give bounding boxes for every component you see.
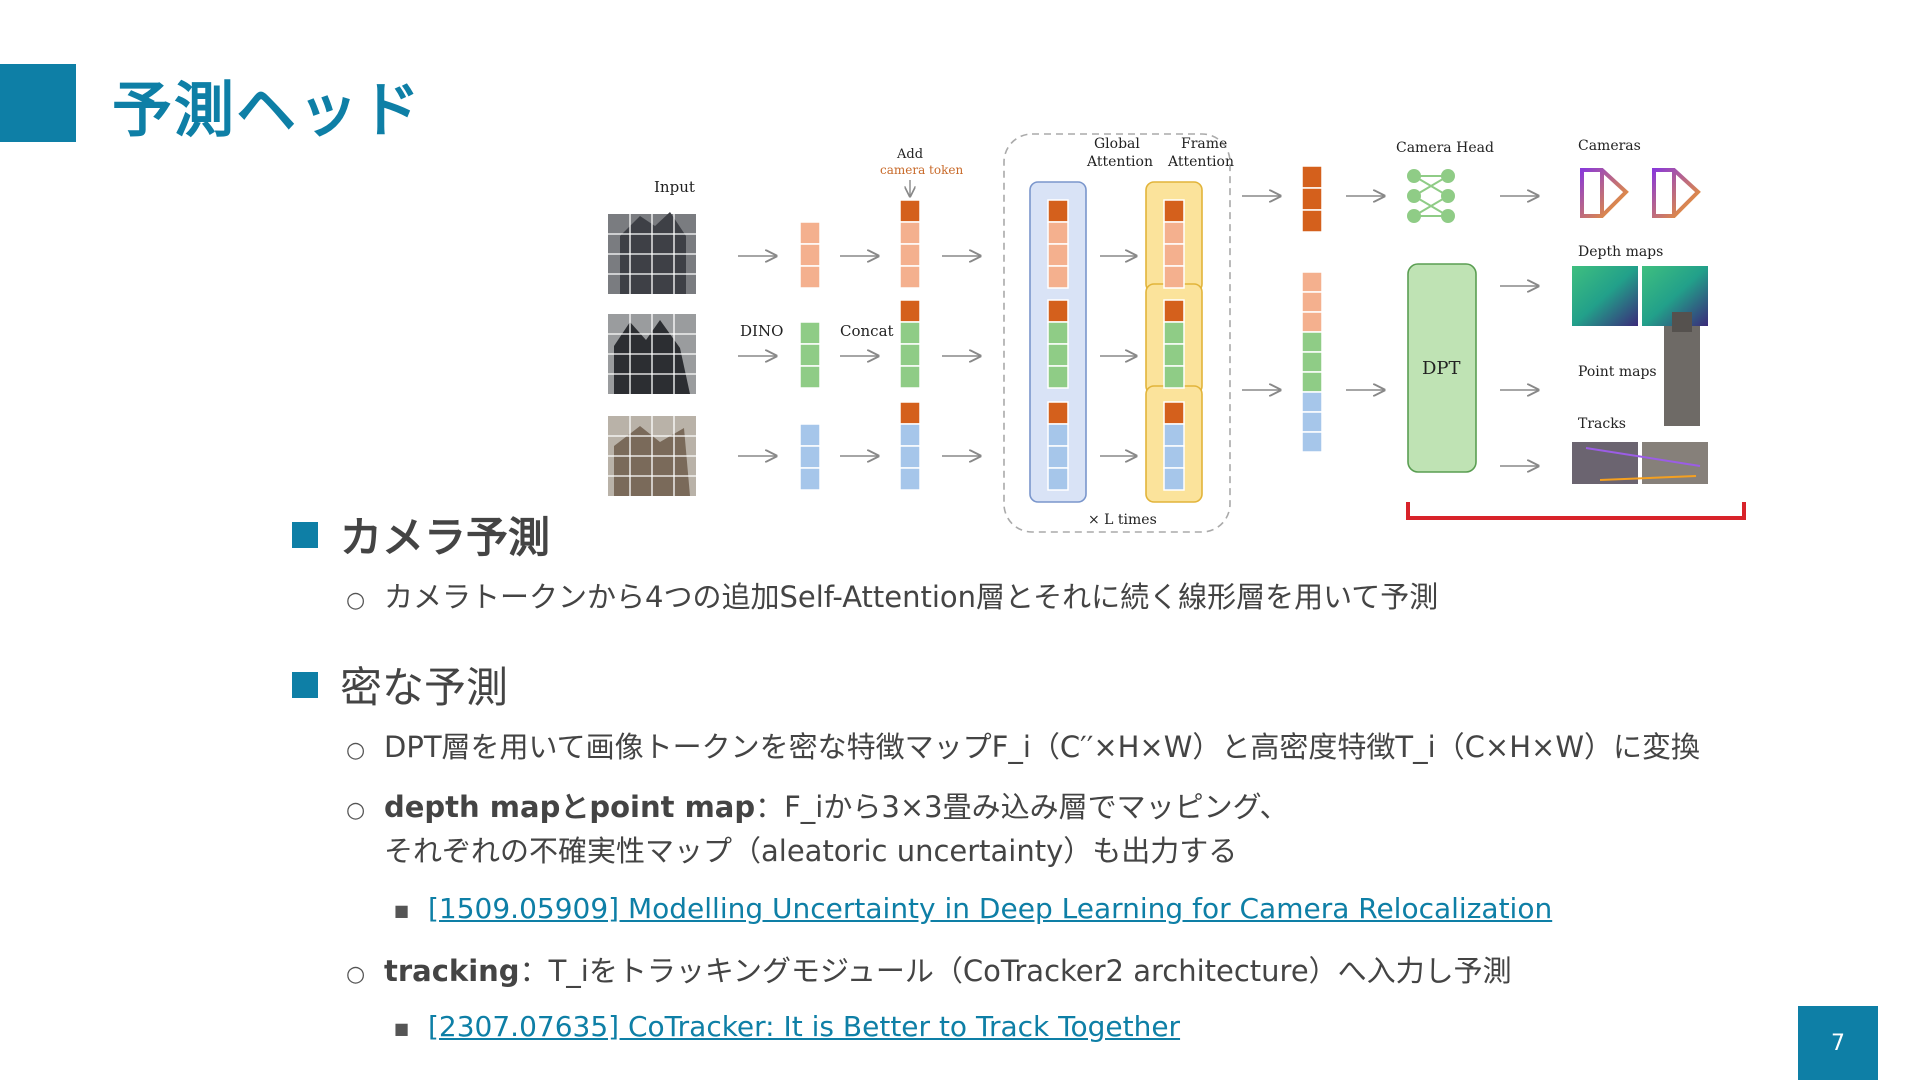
slide-title: 予測ヘッド [112, 76, 422, 146]
arrows-input-to-dino [738, 256, 776, 456]
reference-link-uncertainty[interactable]: [1509.05909] Modelling Uncertainty in De… [428, 892, 1553, 925]
arrows-dino-to-concat [840, 256, 878, 456]
title-accent-bar [0, 64, 76, 142]
dense-item-tracking: ○ tracking：T_iをトラッキングモジュール（CoTracker2 arc… [346, 948, 1512, 990]
output-camera-tokens [1301, 165, 1323, 233]
arrows-concat-to-attention [942, 256, 980, 456]
global-attention-tokens [1047, 199, 1069, 491]
depth-maps-label: Depth maps [1578, 244, 1663, 260]
dense-item-depth-point: ○ depth mapとpoint map：F_iから3×3畳み込み層でマッピング… [346, 784, 1289, 826]
camera-head-mlp [1407, 169, 1455, 223]
dense-prediction-heading-text: 密な予測 [340, 663, 509, 712]
circle-bullet: ○ [346, 798, 366, 823]
circle-bullet: ○ [346, 588, 366, 613]
dense-item-dpt: ○ DPT層を用いて画像トークンを密な特徴マップF_i（C′′×H×W）と高密度特… [346, 724, 1700, 766]
concat-tokens [899, 199, 921, 491]
circle-bullet: ○ [346, 962, 366, 987]
reference-link-1-row: ■ [1509.05909] Modelling Uncertainty in D… [394, 892, 1552, 925]
dpt-block [1407, 263, 1477, 473]
architecture-svg: Input DINO Concat Add camera token [608, 133, 1746, 533]
dense-item-dpt-text: DPT層を用いて画像トークンを密な特徴マップF_i（C′′×H×W）と高密度特徴… [384, 730, 1700, 764]
reference-link-2-row: ■ [2307.07635] CoTracker: It is Better to… [394, 1010, 1180, 1043]
square-bullet: ■ [394, 900, 410, 920]
input-label: Input [654, 178, 695, 196]
depth-map-images [1572, 266, 1708, 326]
camera-frustum-icons [1580, 168, 1701, 218]
arrows-tokens-to-heads [1346, 196, 1384, 390]
camera-token-label: camera token [880, 163, 963, 177]
point-map-image [1664, 312, 1700, 426]
arrows-global-to-frame [1100, 256, 1136, 456]
circle-bullet: ○ [346, 738, 366, 763]
frame-attention-label-1: Frame [1181, 136, 1227, 152]
l-times-label: × L times [1088, 512, 1157, 528]
dense-item-depth-point-bold: depth mapとpoint map [384, 790, 756, 824]
global-attention-label-1: Global [1094, 136, 1140, 152]
tracks-label: Tracks [1578, 416, 1626, 432]
dense-item-tracking-rest: ：T_iをトラッキングモジュール（CoTracker2 architecture… [519, 954, 1512, 988]
arrows-attention-to-heads [1242, 196, 1280, 390]
frame-attention-label-2: Attention [1167, 154, 1234, 170]
cameras-label: Cameras [1578, 138, 1641, 154]
output-image-tokens [1301, 271, 1323, 453]
camera-prediction-item-text: カメラトークンから4つの追加Self-Attention層とそれに続く線形層を用… [384, 580, 1439, 614]
add-label: Add [896, 147, 923, 162]
dense-item-depth-point-rest: ：F_iから3×3畳み込み層でマッピング、 [755, 790, 1289, 824]
patch-grid [608, 214, 696, 496]
camera-prediction-heading-text: カメラ予測 [340, 513, 551, 562]
dense-item-depth-point-line2: それぞれの不確実性マップ（aleatoric uncertainty）も出力する [384, 834, 1238, 868]
dense-item-tracking-bold: tracking [384, 954, 520, 988]
dino-tokens [799, 221, 821, 491]
heading-bullet-square [292, 671, 318, 698]
reference-link-cotracker[interactable]: [2307.07635] CoTracker: It is Better to … [428, 1010, 1181, 1043]
page-number-badge: 7 [1798, 1006, 1878, 1080]
camera-prediction-heading: カメラ予測 [292, 504, 550, 565]
frame-attention-tokens [1163, 199, 1185, 491]
dense-prediction-bracket [1406, 502, 1746, 520]
dino-label: DINO [740, 322, 783, 340]
architecture-diagram: Input DINO Concat Add camera token [600, 126, 1800, 546]
page-number: 7 [1831, 1030, 1845, 1056]
tracks-images [1572, 442, 1708, 484]
camera-prediction-item: ○ カメラトークンから4つの追加Self-Attention層とそれに続く線形層を… [346, 574, 1438, 616]
global-attention-label-2: Attention [1086, 154, 1153, 170]
arrows-heads-to-outputs [1500, 196, 1538, 466]
heading-bullet-square [292, 521, 318, 548]
l-times-box [1003, 133, 1231, 533]
square-bullet: ■ [394, 1018, 410, 1038]
dense-prediction-heading: 密な予測 [292, 654, 508, 715]
camera-head-label: Camera Head [1396, 140, 1494, 156]
point-maps-label: Point maps [1578, 364, 1657, 380]
dpt-label: DPT [1422, 358, 1461, 379]
concat-label: Concat [840, 322, 894, 340]
